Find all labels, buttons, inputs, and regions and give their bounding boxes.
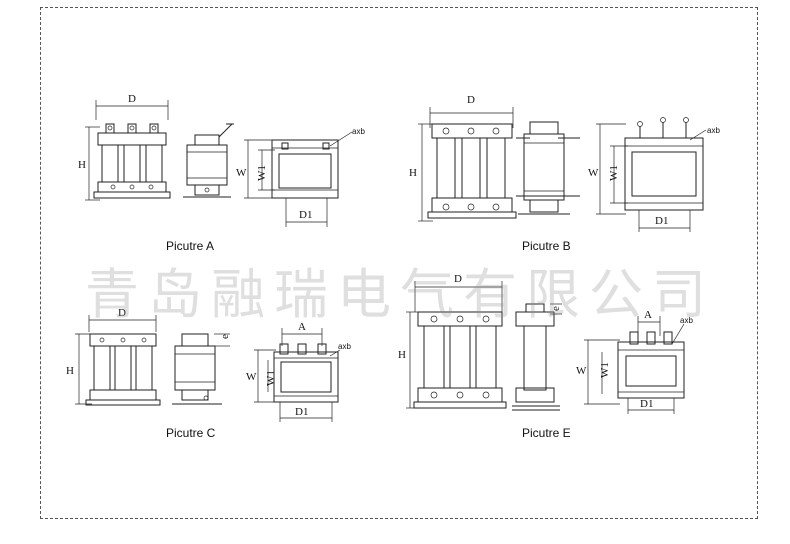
dim-w-label-a: W <box>236 167 247 179</box>
dim-d1-label-b: D1 <box>655 215 668 227</box>
dim-w1-label-a: W1 <box>256 165 268 181</box>
dim-w-label-e: W <box>576 365 587 377</box>
dim-d1-label-c: D1 <box>295 406 308 418</box>
picture-e-side-view: e <box>512 303 562 411</box>
dim-axb-label-a: axb <box>352 127 365 136</box>
picture-c-side-view: e <box>172 333 231 405</box>
dim-axb-label-c: axb <box>338 342 351 351</box>
dim-e-label-e: e <box>550 306 562 311</box>
dim-e-label: e <box>219 334 231 339</box>
picture-c-top-view: A W W1 axb D1 <box>246 321 351 422</box>
dim-d1-label-a: D1 <box>299 209 312 221</box>
dim-w1-label-c: W1 <box>265 370 277 386</box>
caption-picture-b: Picutre B <box>522 239 571 253</box>
picture-a-side-view <box>183 123 234 198</box>
diagram-frame <box>40 7 758 519</box>
picture-b-side-view <box>516 121 580 215</box>
dim-w1-label-e: W1 <box>599 362 611 378</box>
dim-d-label: D <box>128 93 136 105</box>
dim-h-label: H <box>78 159 86 171</box>
picture-c-front-view: D H <box>66 307 161 406</box>
picture-b-top-view: W W1 axb D1 <box>588 117 720 232</box>
dim-w1-label-b: W1 <box>608 165 620 181</box>
dim-w-label-b: W <box>588 167 599 179</box>
dim-w-label-c: W <box>246 371 257 383</box>
picture-b-front-view: D H <box>409 94 517 222</box>
dim-d-label-e: D <box>454 273 462 285</box>
dim-axb-label-e: axb <box>680 316 693 325</box>
dim-axb-label-b: axb <box>707 126 720 135</box>
dim-a-label-e: A <box>644 309 652 321</box>
picture-a-top-view: W W1 axb D1 <box>236 127 365 227</box>
dim-h-label-b: H <box>409 167 417 179</box>
dim-d1-label-e: D1 <box>640 398 653 410</box>
dim-a-label-c: A <box>298 321 306 333</box>
dim-h-label-e: H <box>398 349 406 361</box>
caption-picture-c: Picutre C <box>166 426 216 440</box>
picture-e-front-view: D H <box>398 273 507 409</box>
caption-picture-e: Picutre E <box>522 426 571 440</box>
dim-h-label-c: H <box>66 365 74 377</box>
dim-d-label-c: D <box>118 307 126 319</box>
caption-picture-a: Picutre A <box>166 239 215 253</box>
picture-e-top-view: A W W1 axb D1 <box>576 309 693 414</box>
dim-d-label-b: D <box>467 94 475 106</box>
picture-a-front-view: D H <box>78 93 171 201</box>
